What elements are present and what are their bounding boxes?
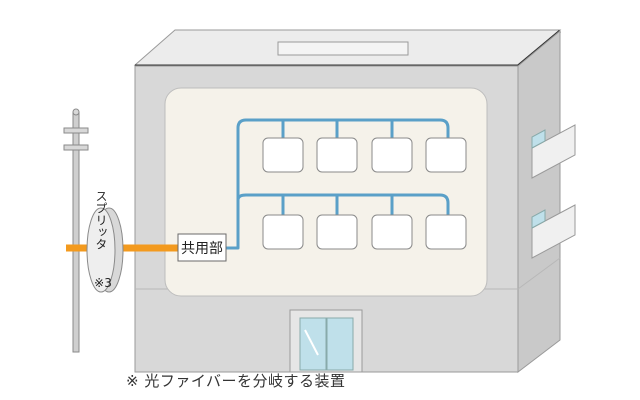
balcony-upper xyxy=(531,124,576,179)
unit-box xyxy=(262,214,304,250)
roof-vent xyxy=(277,41,409,56)
units-lower xyxy=(262,214,467,250)
common-area-box xyxy=(177,233,227,262)
unit-box xyxy=(371,137,413,173)
splitter-label: スプリッタ xyxy=(94,190,108,250)
wiring-tree xyxy=(224,118,450,250)
units-upper xyxy=(262,137,467,173)
door-glare xyxy=(304,329,319,356)
unit-box xyxy=(262,137,304,173)
unit-box xyxy=(316,214,358,250)
unit-box xyxy=(425,214,467,250)
building-side xyxy=(517,29,561,374)
door-right xyxy=(326,317,354,371)
splitter-note: ※3 xyxy=(94,276,112,290)
balcony-lower xyxy=(531,204,576,259)
floor-line-side xyxy=(517,257,561,290)
unit-box xyxy=(316,137,358,173)
unit-box xyxy=(425,137,467,173)
footnote: ※ 光ファイバーを分岐する装置 xyxy=(126,372,346,390)
splitter-drum-icon: スプリッタ ※3 xyxy=(86,190,124,293)
common-area-label: 共用部 xyxy=(181,241,223,257)
utility-pole-icon xyxy=(63,108,89,353)
unit-box xyxy=(371,214,413,250)
